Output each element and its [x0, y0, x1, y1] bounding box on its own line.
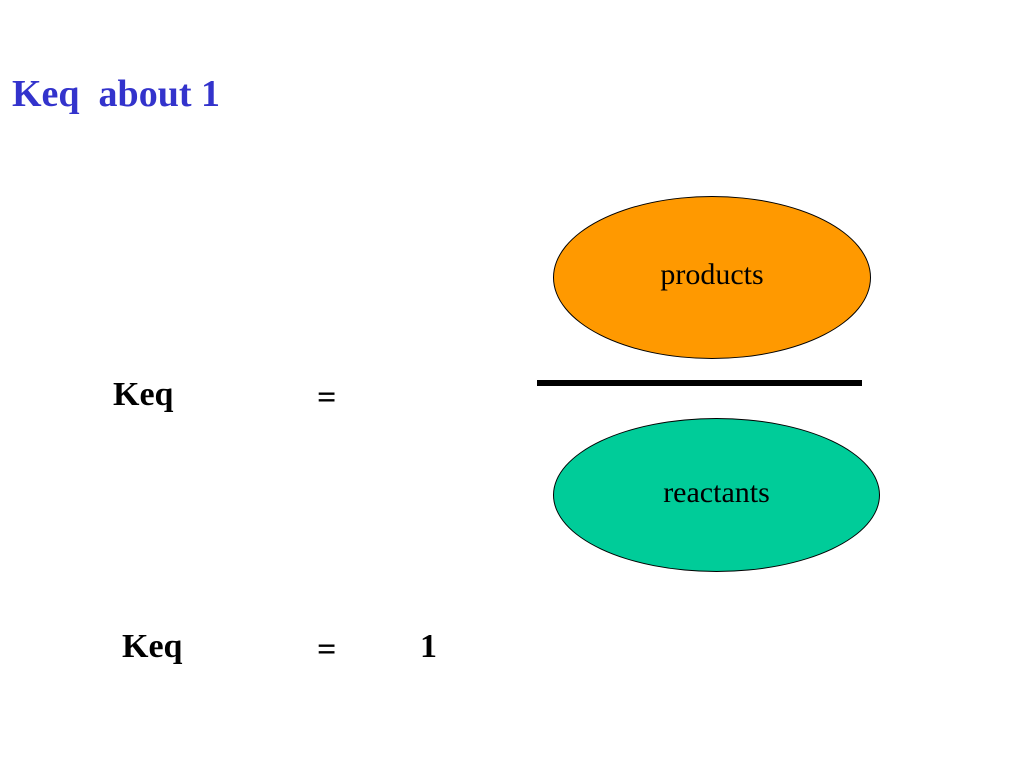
slide-title: Keq about 1 [12, 73, 220, 115]
keq-label-value: Keq [122, 628, 183, 665]
products-ellipse: products [553, 196, 871, 359]
keq-label-general: Keq [113, 376, 174, 413]
keq-value: 1 [420, 628, 437, 665]
equals-sign-value: = [317, 631, 337, 668]
fraction-bar [537, 380, 862, 386]
reactants-label: reactants [663, 476, 770, 509]
reactants-ellipse: reactants [553, 418, 880, 572]
equals-sign-general: = [317, 379, 337, 416]
products-label: products [660, 257, 764, 291]
